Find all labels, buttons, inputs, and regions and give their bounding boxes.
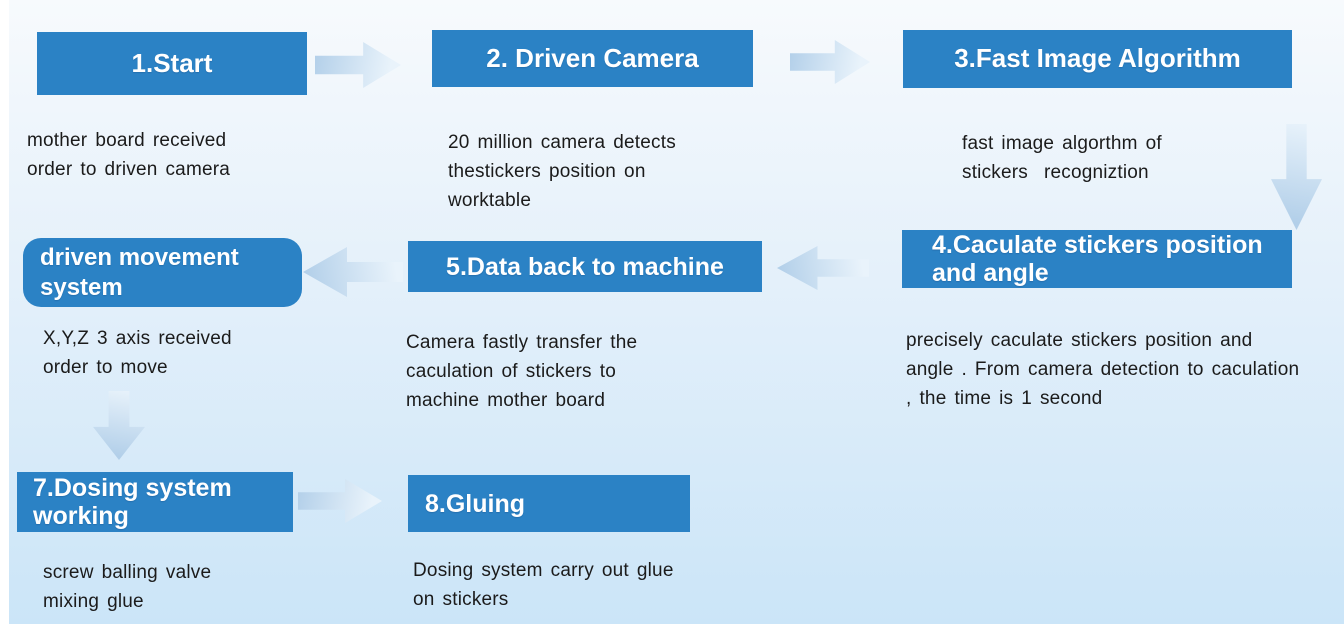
step-title: 1.Start [131,47,213,78]
step-title: 7.Dosing system working [33,474,232,530]
step-box-fast-image-algorithm: 3.Fast Image Algorithm [903,30,1292,88]
step-box-dosing-system-working: 7.Dosing system working [17,472,293,532]
step-title: 3.Fast Image Algorithm [954,43,1241,74]
step-box-caculate-stickers: 4.Caculate stickers position and angle [902,230,1292,288]
step-box-start: 1.Start [37,32,307,95]
step-description-driven-camera: 20 million camera detects thestickers po… [448,132,676,211]
step-description-data-back-to-machine: Camera fastly transfer the caculation of… [406,332,638,411]
step-box-driven-movement-system: driven movement system [23,238,302,307]
step-box-data-back-to-machine: 5.Data back to machine [408,241,762,292]
step-description-caculate-stickers: precisely caculate stickers position and… [906,330,1300,409]
step-title: 5.Data back to machine [446,252,724,281]
step-title: 8.Gluing [425,489,525,518]
step-description-start: mother board received order to driven ca… [27,130,231,180]
step-title: 2. Driven Camera [486,42,699,73]
step-box-gluing: 8.Gluing [408,475,690,532]
step-title: 4.Caculate stickers position and angle [932,231,1263,287]
step-description-dosing-system-working: screw balling valve mixing glue [43,562,212,612]
step-description-fast-image-algorithm: fast image algorthm of stickers recogniz… [962,133,1170,183]
step-title: driven movement system [40,243,239,301]
step-description-gluing: Dosing system carry out glue on stickers [413,560,674,610]
step-description-driven-movement-system: X,Y,Z 3 axis received order to move [43,328,232,378]
step-box-driven-camera: 2. Driven Camera [432,30,753,87]
